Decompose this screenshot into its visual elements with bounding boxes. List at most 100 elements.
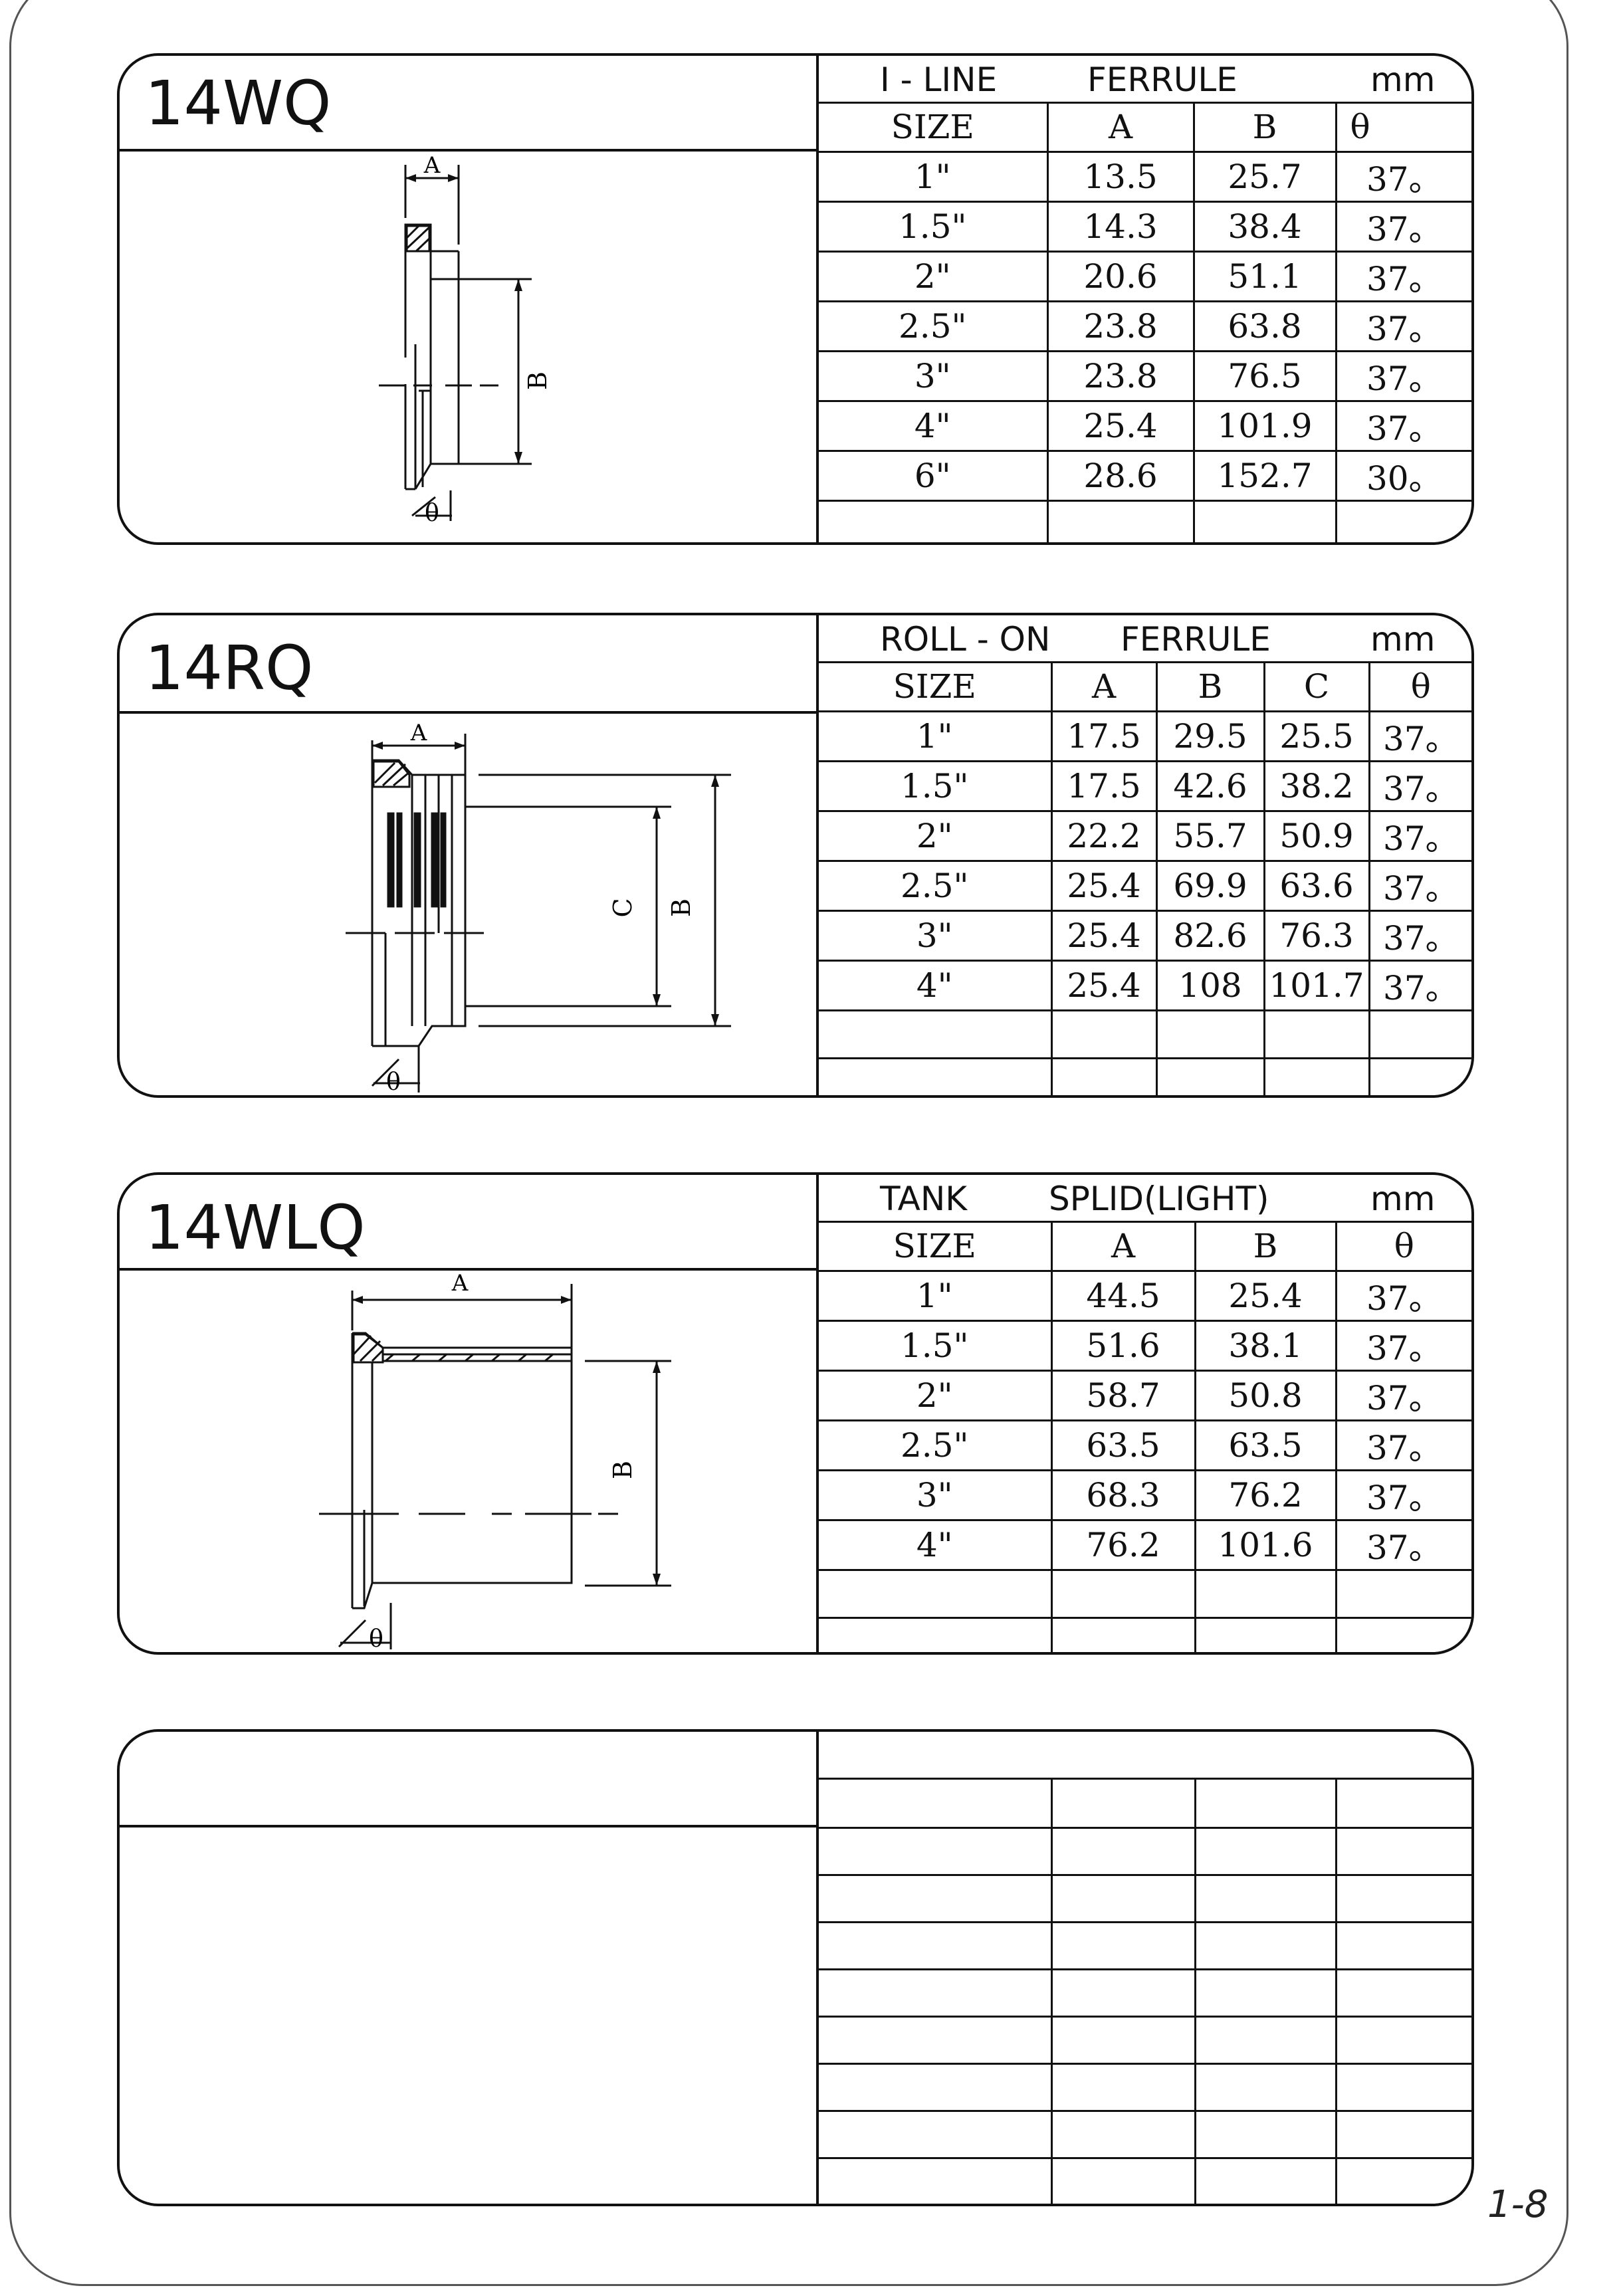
table-cell bbox=[819, 500, 1049, 542]
table-row bbox=[819, 500, 1471, 542]
spec-card-14rq: 14RQ bbox=[117, 613, 1474, 1098]
table-row bbox=[819, 2063, 1471, 2112]
spec-card-14wq: 14WQ bbox=[117, 53, 1474, 545]
table-cell bbox=[1336, 1922, 1471, 1970]
table-row bbox=[819, 1922, 1471, 1970]
table-cell: 2.5" bbox=[819, 301, 1049, 352]
table-cell: 37。 bbox=[1369, 711, 1471, 762]
table-cell bbox=[1051, 1827, 1196, 1876]
table-cell: 4" bbox=[819, 960, 1053, 1011]
table-cell bbox=[1336, 500, 1471, 542]
table-row bbox=[819, 1875, 1471, 1923]
dim-label-a: A bbox=[410, 720, 427, 746]
ferrule-drawing-svg: A B θ bbox=[379, 152, 552, 527]
card-left-panel bbox=[120, 1732, 816, 2204]
table-cell bbox=[1051, 1969, 1196, 2018]
dimension-table bbox=[819, 1780, 1471, 2204]
table-row bbox=[819, 2111, 1471, 2159]
table-cell bbox=[819, 2016, 1053, 2065]
table-cell: 25.7 bbox=[1194, 152, 1337, 203]
table-row bbox=[819, 2158, 1471, 2204]
table-cell bbox=[1051, 2158, 1196, 2204]
table-cell bbox=[819, 1618, 1053, 1652]
table-cell bbox=[1195, 1875, 1337, 1923]
table-cell: 28.6 bbox=[1047, 451, 1195, 502]
table-cell bbox=[1047, 500, 1195, 542]
table-cell: 25.4 bbox=[1051, 910, 1158, 962]
column-header: A bbox=[1051, 663, 1158, 712]
table-cell bbox=[1051, 1875, 1196, 1923]
spec-subtype: FERRULE bbox=[1087, 60, 1238, 99]
table-cell: 37。 bbox=[1369, 960, 1471, 1011]
table-cell: 2" bbox=[819, 1370, 1053, 1421]
table-cell bbox=[1051, 2016, 1196, 2065]
table-cell: 50.8 bbox=[1195, 1370, 1337, 1421]
table-cell: 37。 bbox=[1336, 1520, 1471, 1571]
dim-label-theta: θ bbox=[425, 500, 439, 527]
column-header bbox=[1051, 1780, 1196, 1829]
table-header-row: SIZE A B θ bbox=[819, 1223, 1471, 1272]
table-cell bbox=[1195, 1827, 1337, 1876]
card-left-panel: 14RQ bbox=[120, 615, 816, 1095]
table-cell bbox=[819, 1875, 1053, 1923]
spec-type: I - LINE bbox=[880, 60, 998, 99]
ferrule-drawing: A B θ bbox=[120, 152, 816, 542]
model-title: 14RQ bbox=[145, 633, 314, 704]
model-title: 14WQ bbox=[145, 68, 332, 139]
table-cell bbox=[1264, 1058, 1370, 1095]
spec-subtype: FERRULE bbox=[1121, 620, 1271, 659]
table-cell: 101.6 bbox=[1195, 1520, 1337, 1571]
model-title: 14WLQ bbox=[145, 1192, 366, 1263]
table-cell: 101.7 bbox=[1264, 960, 1370, 1011]
dim-label-a: A bbox=[423, 152, 441, 179]
table-cell bbox=[1051, 2063, 1196, 2112]
table-cell bbox=[1195, 1570, 1337, 1619]
table-cell bbox=[819, 1969, 1053, 2018]
table-cell bbox=[1195, 2158, 1337, 2204]
table-cell bbox=[1336, 2158, 1471, 2204]
spec-header: TANK SPLID(LIGHT) mm bbox=[819, 1175, 1471, 1223]
table-cell: 37。 bbox=[1336, 1370, 1471, 1421]
table-cell: 76.5 bbox=[1194, 351, 1337, 402]
table-cell: 37。 bbox=[1336, 1320, 1471, 1372]
table-cell: 37。 bbox=[1369, 761, 1471, 812]
table-cell bbox=[1336, 1827, 1471, 1876]
table-cell: 76.2 bbox=[1195, 1470, 1337, 1521]
table-header-row bbox=[819, 1780, 1471, 1829]
table-cell: 25.4 bbox=[1047, 401, 1195, 452]
table-cell bbox=[1051, 1618, 1196, 1652]
spec-unit: mm bbox=[1370, 1180, 1436, 1218]
table-cell: 25.4 bbox=[1051, 960, 1158, 1011]
table-cell: 51.6 bbox=[1051, 1320, 1196, 1372]
table-cell bbox=[1264, 1010, 1370, 1059]
table-cell: 38.1 bbox=[1195, 1320, 1337, 1372]
table-cell: 3" bbox=[819, 351, 1049, 402]
table-cell: 51.1 bbox=[1194, 251, 1337, 302]
table-cell: 4" bbox=[819, 1520, 1053, 1571]
table-cell: 37。 bbox=[1336, 201, 1471, 253]
table-cell: 3" bbox=[819, 1470, 1053, 1521]
column-header: SIZE bbox=[819, 104, 1049, 153]
table-cell: 20.6 bbox=[1047, 251, 1195, 302]
card-left-panel: 14WLQ bbox=[120, 1175, 816, 1652]
table-cell: 25.4 bbox=[1195, 1271, 1337, 1322]
table-cell bbox=[819, 1922, 1053, 1970]
table-cell: 37。 bbox=[1336, 401, 1471, 452]
table-cell: 14.3 bbox=[1047, 201, 1195, 253]
dim-label-b: B bbox=[523, 371, 552, 390]
spec-unit: mm bbox=[1370, 60, 1436, 99]
table-cell: 69.9 bbox=[1156, 861, 1265, 912]
table-cell bbox=[1195, 2063, 1337, 2112]
table-cell: 17.5 bbox=[1051, 711, 1158, 762]
column-header: θ bbox=[1369, 663, 1471, 712]
